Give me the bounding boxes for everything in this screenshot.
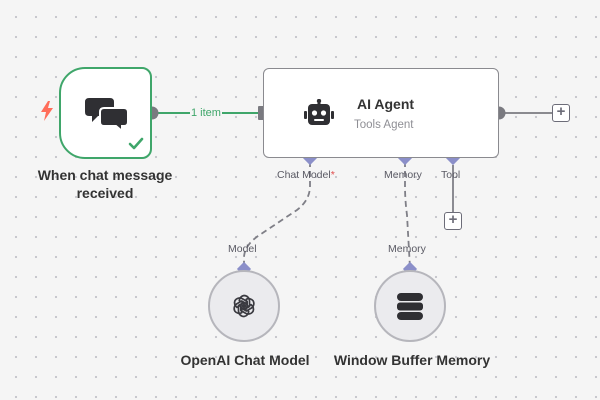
- chat-bubbles-icon: [85, 98, 129, 131]
- add-tool-button[interactable]: +: [444, 212, 462, 230]
- chat-trigger-node[interactable]: [59, 67, 152, 159]
- memory-node-port-label: Memory: [388, 243, 426, 255]
- openai-node-title: OpenAI Chat Model: [180, 352, 310, 368]
- memory-node-title: Window Buffer Memory: [333, 352, 491, 368]
- check-icon: [128, 137, 144, 150]
- agent-node-title: AI Agent: [357, 96, 415, 112]
- lightning-bolt-icon: [41, 101, 53, 121]
- memory-connection[interactable]: [404, 161, 411, 269]
- ai-agent-node[interactable]: AI Agent Tools Agent: [263, 68, 499, 158]
- openai-model-port-label: Model: [228, 243, 257, 255]
- window-buffer-memory-node[interactable]: [374, 270, 446, 342]
- agent-node-subtitle: Tools Agent: [354, 119, 414, 131]
- chat-model-port-label: Chat Model*: [277, 169, 335, 181]
- required-marker: *: [330, 169, 335, 181]
- tool-port-label: Tool: [441, 169, 461, 181]
- openai-icon: [233, 294, 255, 318]
- robot-icon: [304, 99, 334, 125]
- main-connection-label: 1 item: [190, 106, 222, 120]
- trigger-node-title: When chat message received: [37, 167, 173, 201]
- add-node-button[interactable]: +: [552, 104, 570, 122]
- chat-model-connection[interactable]: [243, 161, 311, 268]
- chat-model-label-text: Chat Model: [277, 169, 331, 181]
- openai-chat-model-node[interactable]: [208, 270, 280, 342]
- database-icon: [397, 293, 423, 320]
- memory-port-label: Memory: [384, 169, 422, 181]
